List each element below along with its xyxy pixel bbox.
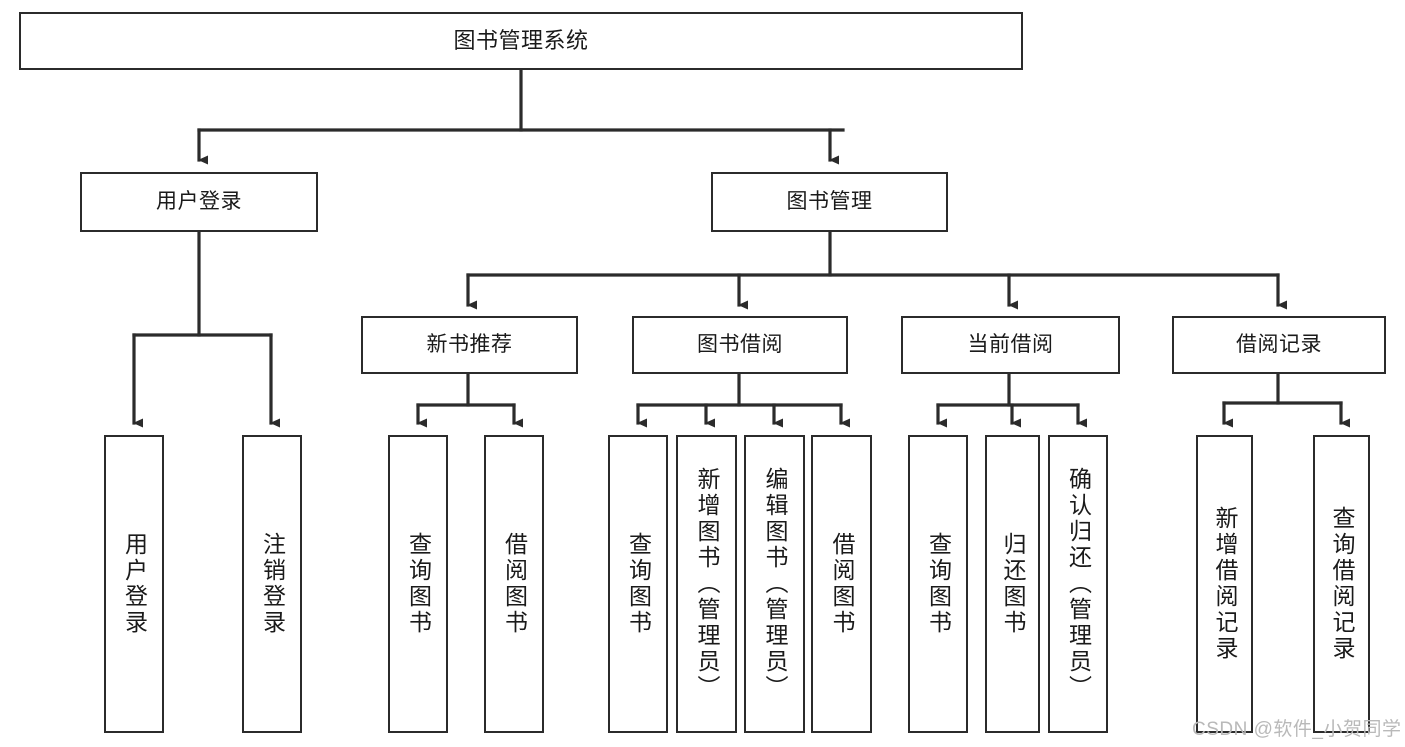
node-leaf-user-logout-label: 注销登录 <box>259 532 286 636</box>
node-current-borrow-label: 当前借阅 <box>967 333 1054 357</box>
node-borrow-record-label: 借阅记录 <box>1236 333 1322 357</box>
node-new-book-recommend[interactable]: 新书推荐 <box>361 316 578 374</box>
node-leaf-user-logout[interactable]: 注销登录 <box>242 435 302 733</box>
node-new-book-recommend-label: 新书推荐 <box>426 333 513 357</box>
watermark: CSDN @软件_小贺同学 <box>1192 719 1402 740</box>
node-leaf-query-book-new[interactable]: 查询图书 <box>388 435 448 733</box>
node-leaf-user-login-label: 用户登录 <box>121 532 148 636</box>
node-leaf-return-book[interactable]: 归还图书 <box>985 435 1040 733</box>
node-leaf-confirm-return-admin[interactable]: 确认归还（管理员） <box>1048 435 1108 733</box>
node-leaf-query-book-new-label: 查询图书 <box>405 532 432 636</box>
node-root[interactable]: 图书管理系统 <box>19 12 1023 70</box>
node-leaf-borrow-book-new[interactable]: 借阅图书 <box>484 435 544 733</box>
node-leaf-borrow-book[interactable]: 借阅图书 <box>811 435 872 733</box>
node-leaf-query-borrow-record-label: 查询借阅记录 <box>1329 506 1355 662</box>
node-book-management-label: 图书管理 <box>786 190 873 214</box>
node-leaf-return-book-label: 归还图书 <box>1000 532 1026 636</box>
node-leaf-query-book-borrow[interactable]: 查询图书 <box>608 435 668 733</box>
node-leaf-edit-book-admin[interactable]: 编辑图书（管理员） <box>744 435 805 733</box>
node-leaf-borrow-book-new-label: 借阅图书 <box>501 532 528 636</box>
node-user-login-label: 用户登录 <box>156 190 242 214</box>
node-borrow-record[interactable]: 借阅记录 <box>1172 316 1386 374</box>
node-leaf-query-book-current-label: 查询图书 <box>925 532 952 636</box>
node-leaf-borrow-book-label: 借阅图书 <box>829 532 855 636</box>
node-leaf-query-book-current[interactable]: 查询图书 <box>908 435 968 733</box>
node-leaf-add-book-admin-label: 新增图书（管理员） <box>694 467 720 701</box>
node-leaf-query-book-borrow-label: 查询图书 <box>625 532 652 636</box>
node-root-label: 图书管理系统 <box>453 27 589 53</box>
node-current-borrow[interactable]: 当前借阅 <box>901 316 1120 374</box>
node-leaf-query-borrow-record[interactable]: 查询借阅记录 <box>1313 435 1370 733</box>
node-book-borrow-label: 图书借阅 <box>697 333 783 357</box>
node-leaf-user-login[interactable]: 用户登录 <box>104 435 164 733</box>
node-leaf-add-book-admin[interactable]: 新增图书（管理员） <box>676 435 737 733</box>
node-leaf-add-borrow-record-label: 新增借阅记录 <box>1212 506 1238 662</box>
node-leaf-edit-book-admin-label: 编辑图书（管理员） <box>762 467 788 701</box>
node-book-borrow[interactable]: 图书借阅 <box>632 316 848 374</box>
node-leaf-add-borrow-record[interactable]: 新增借阅记录 <box>1196 435 1253 733</box>
node-user-login[interactable]: 用户登录 <box>80 172 318 232</box>
node-book-management[interactable]: 图书管理 <box>711 172 948 232</box>
node-leaf-confirm-return-admin-label: 确认归还（管理员） <box>1065 467 1092 701</box>
